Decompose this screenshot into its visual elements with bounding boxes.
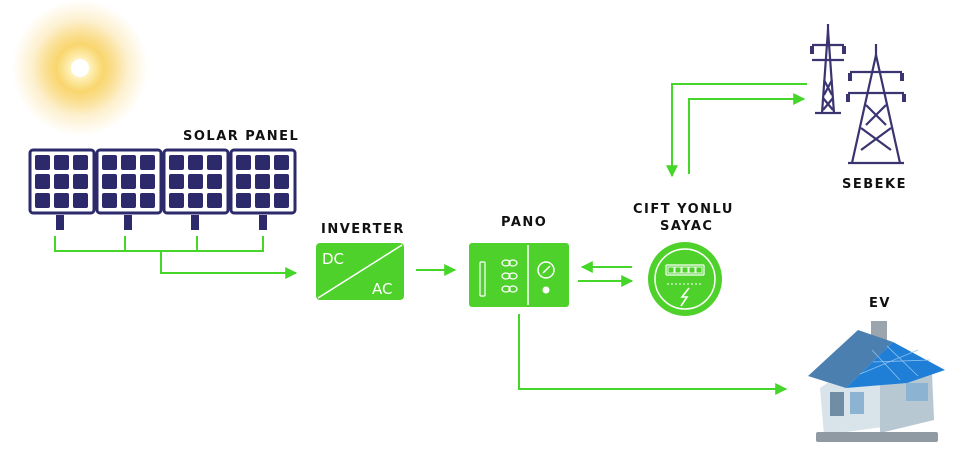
flow-pano-to-house <box>518 314 788 395</box>
inverter-label: INVERTER <box>321 222 405 237</box>
inverter-ac-label: AC <box>372 280 392 298</box>
solar-panel-icon <box>28 148 297 230</box>
flow-grid-to-meter <box>666 83 807 178</box>
transmission-tower-icon <box>810 24 906 165</box>
house-icon <box>808 321 945 442</box>
grid-label: SEBEKE <box>842 177 907 192</box>
flow-meter-to-grid <box>688 93 806 174</box>
sun-icon <box>12 0 148 136</box>
meter-label-line2: SAYAC <box>660 219 713 234</box>
solar-panel-label: SOLAR PANEL <box>183 129 299 144</box>
pano-label: PANO <box>501 215 547 230</box>
bidirectional-meter-icon <box>648 242 722 316</box>
distribution-panel-icon <box>469 243 569 307</box>
house-label: EV <box>869 296 891 311</box>
meter-label-line1: CIFT YONLU <box>633 202 734 217</box>
inverter-icon: DC AC <box>316 243 404 300</box>
panel-wiring <box>54 236 298 279</box>
inverter-dc-label: DC <box>322 250 344 268</box>
